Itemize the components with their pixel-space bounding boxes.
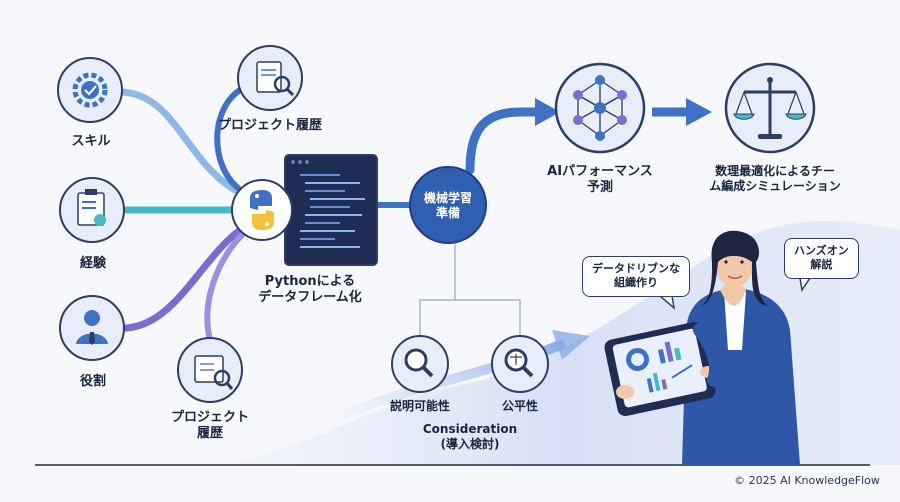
code-window — [284, 154, 378, 266]
ai-network-icon — [554, 62, 646, 154]
python-label: Pythonによる データフレーム化 — [240, 274, 380, 307]
consideration-label-line1: Consideration — [422, 422, 518, 436]
consideration-label: Consideration (導入検討) — [400, 422, 540, 452]
role-label: 役割 — [79, 374, 106, 389]
ml-prep-label: 機械学習 準備 — [412, 191, 484, 221]
python-logo-icon — [231, 179, 293, 241]
flow-line-project-top — [214, 87, 243, 191]
explainability-magnifier-icon — [391, 335, 449, 393]
project-top-label: プロジェクト履歴 — [217, 118, 322, 133]
arrow-head-opt — [686, 98, 712, 126]
copyright-text: © 2025 AI KnowledgeFlow — [734, 474, 880, 487]
ml-prep-label-line1: 機械学習 — [423, 191, 472, 205]
handson-bubble-line1: ハンズオン — [794, 244, 849, 257]
skill-icon — [57, 57, 123, 123]
balance-scale-icon — [724, 62, 816, 154]
fairness-label: 公平性 — [501, 399, 538, 413]
project-bottom-label: プロジェクト 履歴 — [160, 410, 260, 443]
flow-line-project-bottom — [204, 229, 248, 343]
optimization-label-line1: 数理最適化によるチー — [715, 164, 835, 178]
arrow-head-ai — [535, 98, 560, 126]
handson-bubble: ハンズオン 解説 — [784, 238, 859, 279]
python-label-line2: データフレーム化 — [258, 290, 362, 306]
ml-prep-label-line2: 準備 — [435, 206, 460, 220]
data-driven-bubble: データドリブンな 組織作り — [582, 256, 690, 297]
optimization-label-line2: ム編成シミュレーション — [709, 179, 841, 193]
ai-prediction-label: AIパフォーマンス 予測 — [540, 164, 660, 197]
explainability-label: 説明可能性 — [389, 399, 450, 413]
growth-arrow-head — [552, 330, 590, 360]
consideration-label-line2: (導入検討) — [440, 437, 500, 451]
ml-prep-node — [409, 166, 487, 244]
project-top-icon — [237, 45, 303, 111]
ai-prediction-label-line1: AIパフォーマンス — [547, 164, 653, 179]
project-bottom-icon — [177, 337, 243, 403]
skill-label: スキル — [71, 134, 111, 149]
flow-line-skill — [118, 88, 239, 194]
project-bottom-label-line2: 履歴 — [196, 426, 223, 442]
data-driven-bubble-line2: 組織作り — [614, 276, 658, 290]
ai-prediction-label-line2: 予測 — [586, 180, 613, 196]
data-driven-bubble-line1: データドリブンな — [592, 262, 680, 275]
optimization-label: 数理最適化によるチー ム編成シミュレーション — [690, 164, 860, 194]
role-icon — [59, 295, 125, 361]
fairness-scale-icon — [491, 335, 549, 393]
experience-icon — [59, 177, 125, 243]
handson-bubble-line2: 解説 — [810, 258, 833, 272]
python-label-line1: Pythonによる — [264, 274, 356, 289]
flow-line-consideration — [419, 242, 521, 338]
flow-line-role — [122, 226, 244, 332]
presenter-illustration — [604, 230, 800, 465]
flow-line-ml-to-ai — [465, 107, 545, 175]
experience-label: 経験 — [79, 256, 106, 271]
project-bottom-label-line1: プロジェクト — [170, 410, 249, 425]
